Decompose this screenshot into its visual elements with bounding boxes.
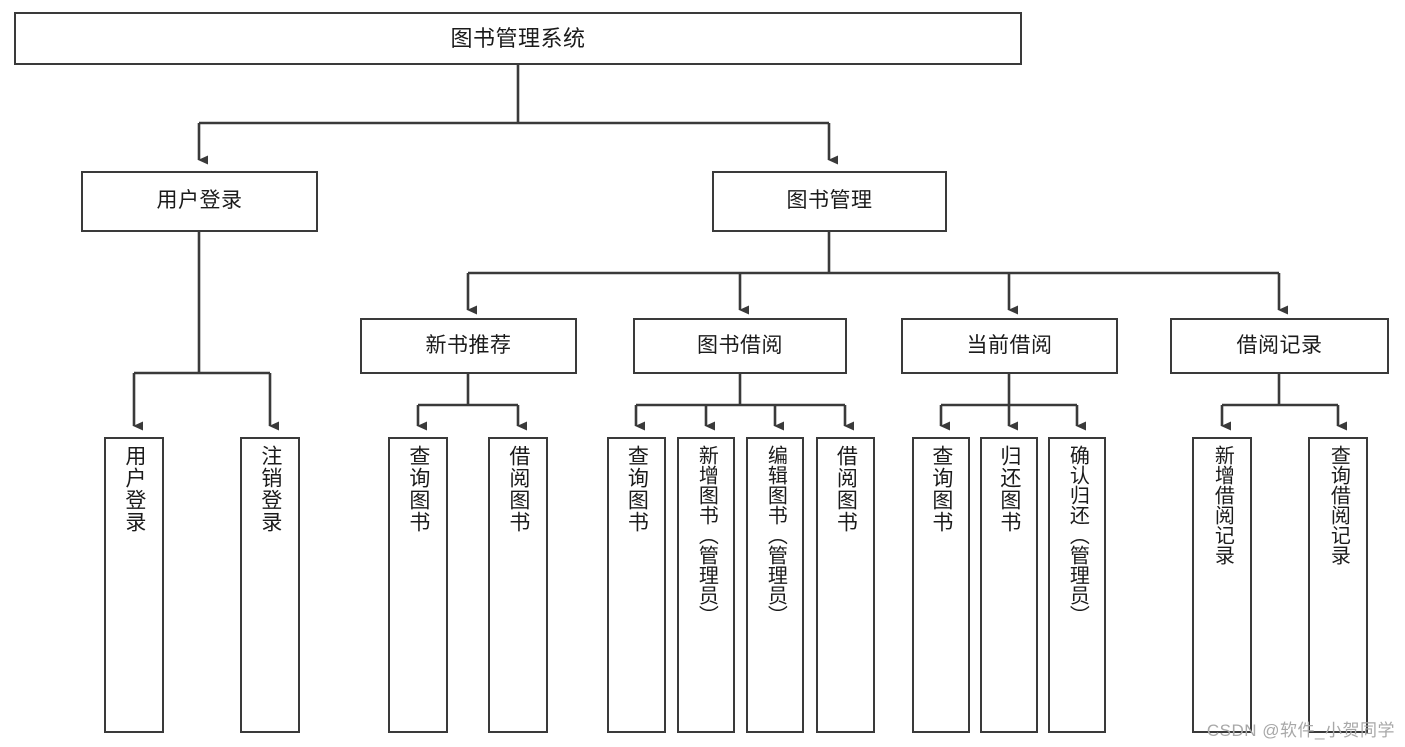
leaf-query-book-current[interactable]: 查询图书 [912, 437, 970, 733]
node-borrow-record[interactable]: 借阅记录 [1170, 318, 1389, 374]
node-label: 借阅图书 [506, 445, 530, 533]
node-label: 借阅记录 [1236, 333, 1323, 357]
node-user-login[interactable]: 用户登录 [81, 171, 318, 232]
node-book-management[interactable]: 图书管理 [712, 171, 947, 232]
leaf-logout[interactable]: 注销登录 [240, 437, 300, 733]
node-label: 用户登录 [156, 189, 243, 213]
node-current-borrow[interactable]: 当前借阅 [901, 318, 1118, 374]
leaf-return-book[interactable]: 归还图书 [980, 437, 1038, 733]
node-label: 新增借阅记录 [1211, 445, 1234, 565]
node-label: 新书推荐 [425, 333, 512, 357]
node-label: 图书借阅 [697, 333, 783, 357]
leaf-edit-book-admin[interactable]: 编辑图书（管理员） [746, 437, 804, 733]
node-new-book-recommend[interactable]: 新书推荐 [360, 318, 577, 374]
leaf-add-borrow-record[interactable]: 新增借阅记录 [1192, 437, 1252, 733]
node-label: 借阅图书 [834, 445, 858, 533]
node-label: 注销登录 [258, 445, 282, 533]
node-book-borrow[interactable]: 图书借阅 [633, 318, 847, 374]
node-label: 当前借阅 [966, 333, 1053, 357]
leaf-confirm-return-admin[interactable]: 确认归还（管理员） [1048, 437, 1106, 733]
node-label: 归还图书 [997, 445, 1021, 533]
node-label: 查询图书 [406, 445, 430, 533]
leaf-user-login[interactable]: 用户登录 [104, 437, 164, 733]
leaf-borrow-book[interactable]: 借阅图书 [816, 437, 875, 733]
node-root-system[interactable]: 图书管理系统 [14, 12, 1022, 65]
node-label: 用户登录 [122, 445, 146, 533]
leaf-query-borrow-record[interactable]: 查询借阅记录 [1308, 437, 1368, 733]
node-label: 图书管理 [786, 189, 873, 213]
leaf-add-book-admin[interactable]: 新增图书（管理员） [677, 437, 735, 733]
node-label: 查询图书 [625, 445, 649, 533]
leaf-query-book-borrow[interactable]: 查询图书 [607, 437, 666, 733]
node-label: 确认归还（管理员） [1066, 445, 1089, 625]
node-label: 新增图书（管理员） [695, 445, 718, 625]
node-label: 图书管理系统 [450, 25, 586, 51]
csdn-watermark: CSDN @软件_小贺同学 [1206, 721, 1395, 740]
node-label: 查询借阅记录 [1327, 445, 1350, 565]
leaf-query-book-recommend[interactable]: 查询图书 [388, 437, 448, 733]
node-label: 查询图书 [929, 445, 953, 533]
leaf-borrow-book-recommend[interactable]: 借阅图书 [488, 437, 548, 733]
node-label: 编辑图书（管理员） [764, 445, 787, 625]
